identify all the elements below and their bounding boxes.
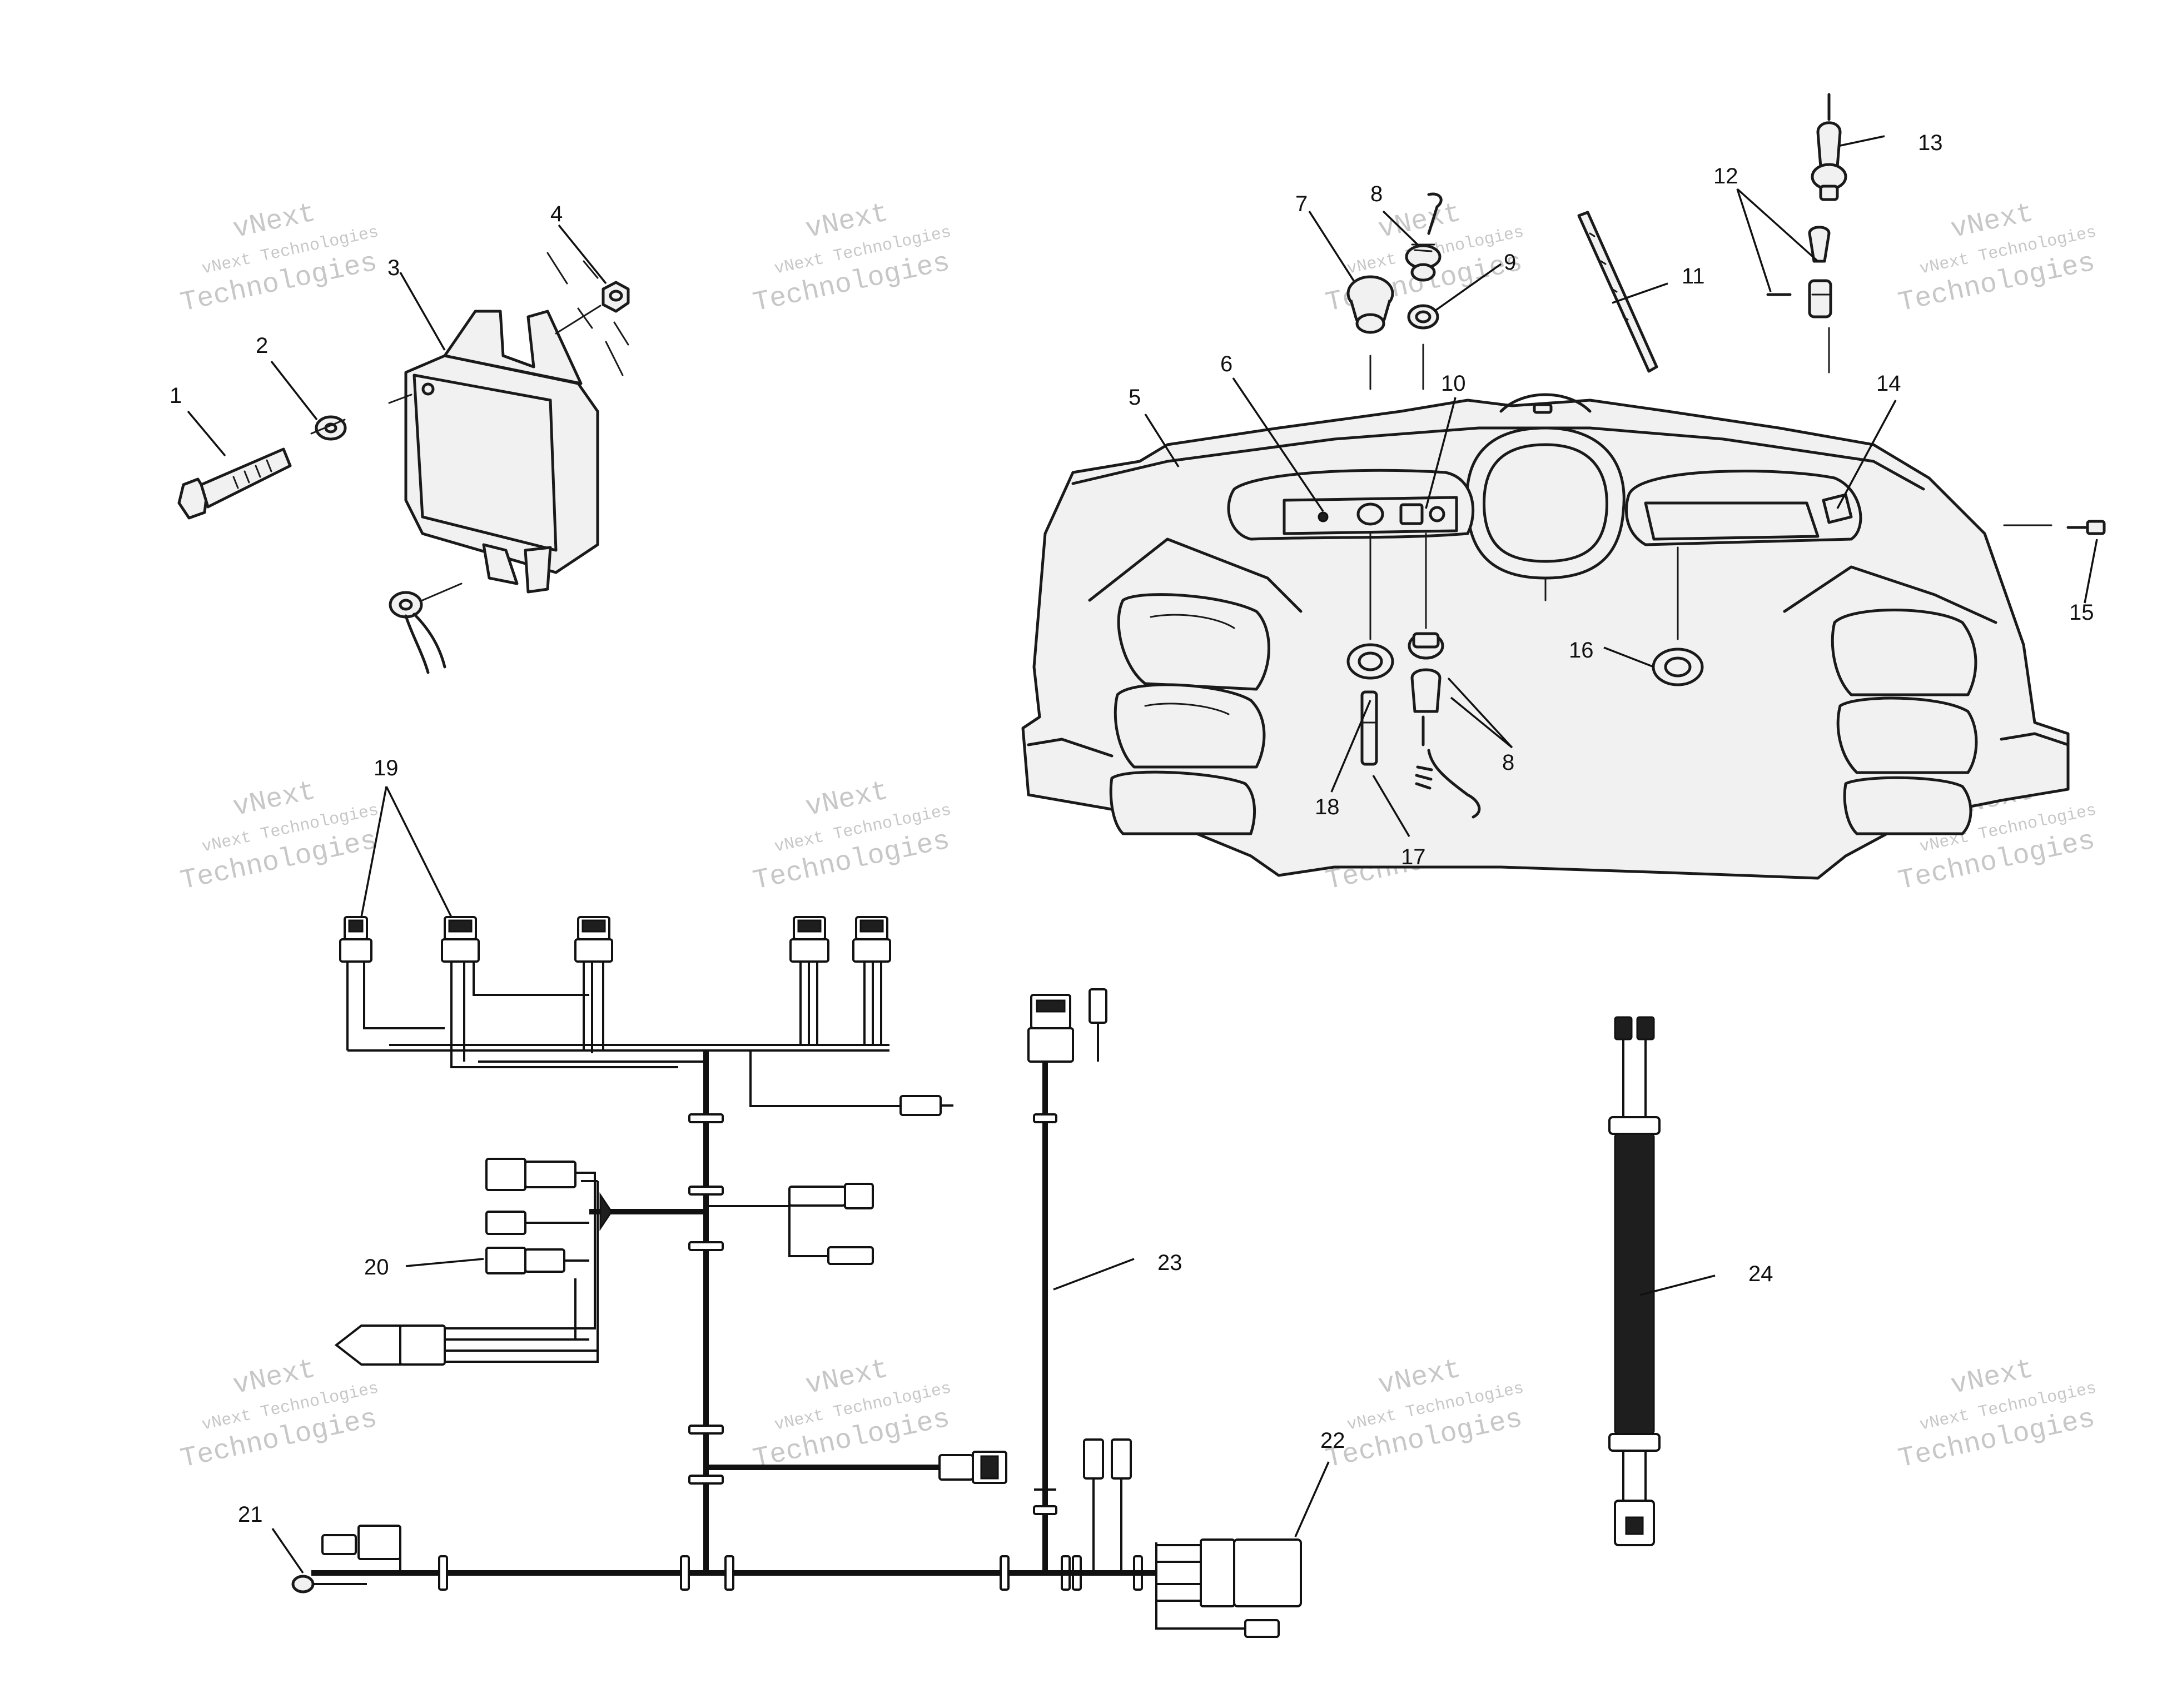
callout-10: 10 <box>1441 371 1466 396</box>
dash-small-parts <box>1346 93 2106 819</box>
lanyard-clip-part <box>1766 226 1832 318</box>
regulator-body <box>404 310 599 594</box>
key-switch-lower-part <box>1408 632 1481 819</box>
callout-24: 24 <box>1748 1262 1773 1286</box>
bolt-part <box>177 447 292 520</box>
watermark-10: vNext vNext Technologies Technologies <box>750 1353 953 1475</box>
callout-11: 11 <box>1682 264 1705 288</box>
callout-6: 6 <box>1220 352 1232 376</box>
main-wire-harness <box>291 916 1302 1638</box>
callout-18: 18 <box>1315 795 1340 819</box>
leader-lines <box>187 135 2098 1573</box>
watermark-11: vNext vNext Technologies Technologies <box>1323 1353 1525 1475</box>
callout-labels: 1 2 3 4 5 6 7 8 9 10 11 12 13 14 15 16 8… <box>170 131 2094 1527</box>
callout-23: 23 <box>1157 1251 1182 1275</box>
callout-4: 4 <box>550 202 563 226</box>
dash-console <box>1021 393 2070 880</box>
ground-terminal <box>389 591 446 674</box>
callout-19: 19 <box>374 756 399 780</box>
callout-21: 21 <box>238 1502 263 1527</box>
callout-17: 17 <box>1401 845 1426 869</box>
callout-8: 8 <box>1370 182 1383 206</box>
callout-1: 1 <box>170 384 182 408</box>
callout-2: 2 <box>256 333 268 358</box>
nut-part <box>602 281 630 313</box>
callout-8-lower: 8 <box>1502 750 1514 775</box>
watermark-4: vNext vNext Technologies Technologies <box>1896 197 2098 319</box>
cable-tie-part <box>1577 211 1658 373</box>
screw-part <box>2066 520 2106 535</box>
watermark-12: vNext vNext Technologies Technologies <box>1896 1353 2098 1475</box>
callout-12: 12 <box>1713 164 1738 188</box>
harness-connectors-left <box>334 1158 706 1366</box>
bulb-part <box>1811 93 1847 201</box>
switch-nut-part <box>1407 304 1439 330</box>
regulator-assembly <box>177 252 630 674</box>
main-harness-connector <box>1155 1538 1302 1638</box>
watermark-1: vNext vNext Technologies Technologies <box>178 197 380 319</box>
callout-7: 7 <box>1295 192 1308 216</box>
callout-3: 3 <box>387 256 400 280</box>
knob-part <box>1346 275 1394 334</box>
key-switch-part <box>1405 192 1443 282</box>
watermark-2: vNext vNext Technologies Technologies <box>750 197 953 319</box>
callout-20: 20 <box>364 1255 389 1279</box>
ring-terminal-connector <box>291 1525 401 1594</box>
watermark-5: vNext vNext Technologies Technologies <box>178 775 380 897</box>
sub-harness <box>1027 988 1107 1573</box>
callout-15: 15 <box>2069 600 2094 625</box>
callout-13: 13 <box>1918 131 1943 155</box>
grommet-part <box>1652 648 1704 686</box>
watermark-6: vNext vNext Technologies Technologies <box>750 775 953 897</box>
extension-harness <box>1608 1016 1661 1546</box>
washer-part <box>315 415 347 441</box>
callout-22: 22 <box>1320 1428 1345 1453</box>
callout-14: 14 <box>1876 371 1901 396</box>
callout-5: 5 <box>1129 385 1141 410</box>
switch-nut-lower-part <box>1346 643 1394 680</box>
watermark-9: vNext vNext Technologies Technologies <box>178 1353 380 1475</box>
harness-connectors-top <box>339 916 891 963</box>
callout-9: 9 <box>1504 250 1516 275</box>
callout-16: 16 <box>1569 638 1594 663</box>
